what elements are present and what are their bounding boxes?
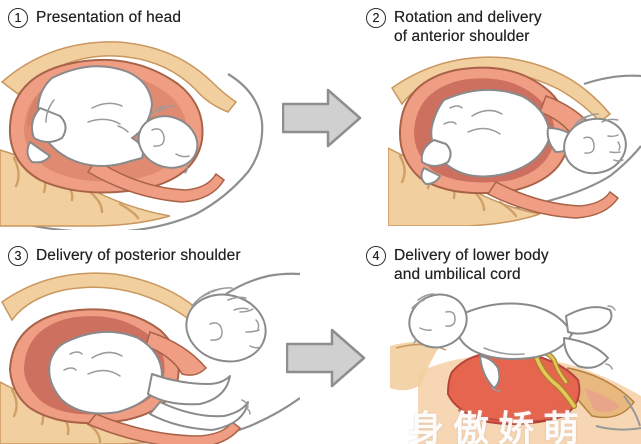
- fetus: [26, 65, 199, 174]
- eye-line: [419, 327, 432, 331]
- arm: [479, 355, 501, 389]
- leg-lower: [563, 337, 609, 369]
- panel-4-illustration: [390, 293, 641, 444]
- step-number-badge: 3: [8, 246, 28, 266]
- step-title: Delivery of lower body and umbilical cor…: [394, 247, 549, 283]
- nose-line: [184, 163, 189, 174]
- panel-1-illustration: [0, 41, 264, 230]
- birth-canal-upper-lip: [145, 331, 208, 376]
- uterine-wall-band: [0, 41, 238, 113]
- step-title: Rotation and delivery of anterior should…: [394, 9, 542, 45]
- step-title: Delivery of posterior shoulder: [36, 247, 241, 264]
- eye-line: [175, 153, 190, 158]
- panel-2-label: 2 Rotation and delivery of anterior shou…: [366, 8, 542, 46]
- step-number-badge: 1: [8, 8, 28, 28]
- watermark-text: 身傲娇萌: [408, 408, 589, 444]
- step-number-badge: 2: [366, 8, 386, 28]
- birth-canal-lower-lip: [86, 413, 242, 444]
- step-title: Presentation of head: [36, 9, 182, 26]
- step-number-badge: 4: [366, 246, 386, 266]
- mother-silhouette: [595, 395, 641, 431]
- newborn-head: [408, 293, 468, 349]
- newborn: [408, 293, 616, 392]
- ear-line: [209, 322, 223, 341]
- ear-line: [445, 310, 456, 327]
- emerging-arm: [149, 401, 249, 431]
- step-3-to-4-arrow-icon: [286, 328, 366, 388]
- fetus: [420, 88, 627, 185]
- birth-canal-lower-lip: [486, 181, 620, 219]
- panel-1-label: 1 Presentation of head: [8, 8, 181, 28]
- panel-2-illustration: [388, 56, 641, 226]
- panel-3-illustration: [0, 272, 300, 444]
- panel-3-label: 3 Delivery of posterior shoulder: [8, 246, 241, 266]
- panel-4-label: 4 Delivery of lower body and umbilical c…: [366, 246, 549, 284]
- eye-line: [239, 308, 254, 313]
- step-1-to-2-arrow-icon: [282, 88, 362, 148]
- ear-line: [151, 128, 165, 147]
- emerging-shoulder: [147, 373, 231, 406]
- eye-line: [607, 134, 619, 138]
- fetal-head: [563, 117, 627, 175]
- leg-upper: [565, 306, 613, 335]
- fetus: [48, 287, 267, 431]
- mother-silhouette: [0, 73, 264, 230]
- ear-line: [583, 136, 595, 154]
